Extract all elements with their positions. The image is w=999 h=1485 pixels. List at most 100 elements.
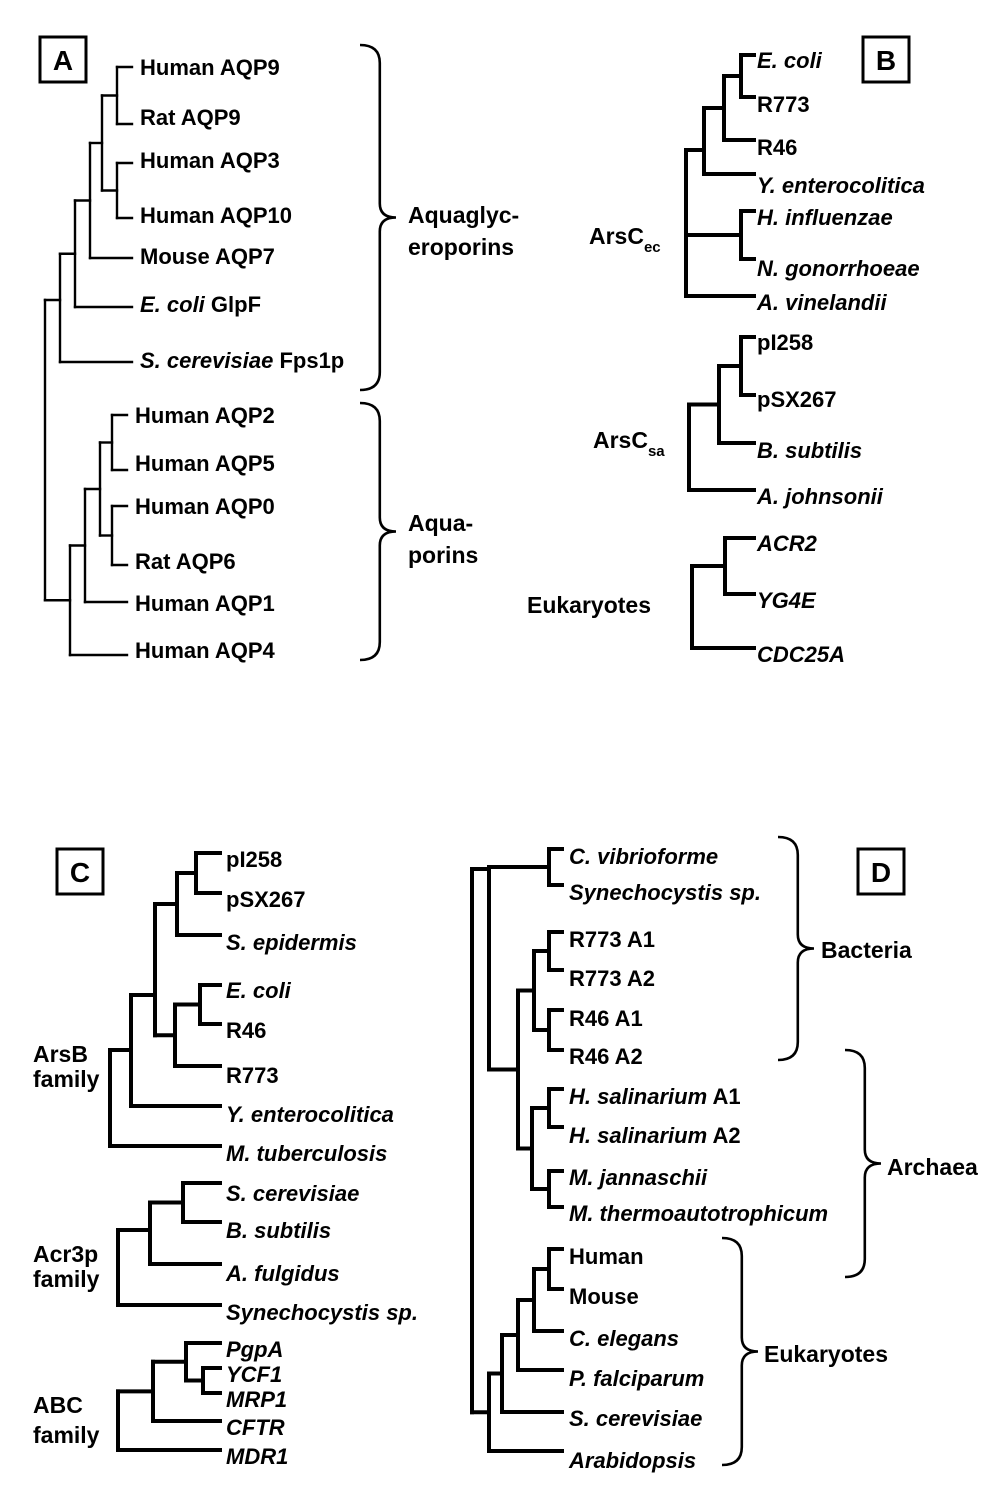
group-label-gb1: ArsCec: [589, 223, 661, 256]
leaf-label-c11: A. fulgidus: [225, 1261, 340, 1286]
group-label-gd3: Eukaryotes: [764, 1341, 888, 1367]
leaf-label-c5: R46: [226, 1018, 266, 1043]
curly-brace: [359, 401, 397, 662]
tree-panel-b: [684, 53, 756, 650]
leaf-label-b13: YG4E: [757, 588, 817, 613]
leaf-label-c15: MRP1: [226, 1387, 287, 1412]
leaf-label-c16: CFTR: [226, 1415, 285, 1440]
leaf-label-part: MDR1: [226, 1444, 288, 1469]
group-label-line: porins: [408, 542, 478, 568]
leaf-label-a13: Human AQP4: [135, 638, 276, 663]
leaf-label-part: pI258: [226, 847, 282, 872]
leaf-label-part: M. thermoautotrophicum: [569, 1201, 828, 1226]
leaf-label-c14: YCF1: [226, 1362, 282, 1387]
leaf-label-part: R773 A2: [569, 966, 655, 991]
leaf-label-part: Human AQP4: [135, 638, 276, 663]
leaf-label-c3: S. epidermis: [226, 930, 357, 955]
group-label-ga1: Aquaglyc-eroporins: [408, 202, 519, 260]
group-label-line: family: [33, 1266, 100, 1292]
leaf-label-c2: pSX267: [226, 887, 306, 912]
leaf-label-part: Rat AQP6: [135, 549, 236, 574]
clade-braces: [359, 43, 882, 1467]
leaf-label-part: R773: [757, 92, 810, 117]
group-label-line: family: [33, 1066, 100, 1092]
panel-letter-box-a: A: [38, 35, 88, 84]
leaf-label-part: Human AQP10: [140, 203, 292, 228]
group-label-line: ArsB: [33, 1041, 88, 1067]
group-label-line: Aqua-: [408, 510, 473, 536]
leaf-label-part: A. johnsonii: [756, 484, 884, 509]
leaf-label-part: Mouse AQP7: [140, 244, 275, 269]
leaf-label-part: Synechocystis sp.: [226, 1300, 418, 1325]
group-label-line: ABC: [33, 1392, 83, 1418]
leaf-label-d5: R46 A1: [569, 1006, 643, 1031]
leaf-label-a4: Human AQP10: [140, 203, 292, 228]
leaf-label-part: C. vibrioforme: [569, 844, 718, 869]
group-label-gd2: Archaea: [887, 1154, 978, 1180]
panel-letter-frame: [856, 847, 906, 896]
leaf-label-b3: R46: [757, 135, 797, 160]
leaf-label-part: R46 A2: [569, 1044, 643, 1069]
leaf-label-d13: C. elegans: [569, 1326, 679, 1351]
curly-brace: [721, 1236, 759, 1467]
leaf-label-part: R46: [757, 135, 797, 160]
leaf-label-d1: C. vibrioforme: [569, 844, 718, 869]
curly-brace: [359, 43, 397, 392]
leaf-label-part: PgpA: [226, 1337, 283, 1362]
leaf-label-part: MRP1: [226, 1387, 287, 1412]
leaf-label-b5: H. influenzae: [757, 205, 893, 230]
leaf-label-d6: R46 A2: [569, 1044, 643, 1069]
group-label-line: family: [33, 1422, 100, 1448]
leaf-label-part: Fps1p: [273, 348, 344, 373]
group-label-line: Acr3p: [33, 1241, 98, 1267]
curly-brace: [844, 1048, 882, 1279]
leaf-label-part: Synechocystis sp.: [569, 880, 761, 905]
leaf-label-part: E. coli: [757, 48, 823, 73]
leaf-label-d7: H. salinarium A1: [569, 1084, 741, 1109]
leaf-label-c13: PgpA: [226, 1337, 283, 1362]
leaf-label-a1: Human AQP9: [140, 55, 280, 80]
leaf-label-part: Y. enterocolitica: [757, 173, 925, 198]
leaf-label-c7: Y. enterocolitica: [226, 1102, 394, 1127]
leaf-label-part: S. cerevisiae: [140, 348, 273, 373]
leaf-label-part: Human: [569, 1244, 644, 1269]
leaf-label-part: S. cerevisiae: [226, 1181, 359, 1206]
leaf-label-d4: R773 A2: [569, 966, 655, 991]
leaf-label-a12: Human AQP1: [135, 591, 275, 616]
leaf-label-b2: R773: [757, 92, 810, 117]
group-label-main: ArsC: [593, 427, 648, 453]
tree-panel-d: [470, 847, 564, 1453]
leaf-label-b7: A. vinelandii: [756, 290, 887, 315]
leaf-label-a2: Rat AQP9: [140, 105, 241, 130]
leaf-label-part: Mouse: [569, 1284, 639, 1309]
leaf-label-b12: ACR2: [756, 531, 818, 556]
leaf-label-part: B. subtilis: [757, 438, 862, 463]
leaf-label-d11: Human: [569, 1244, 644, 1269]
group-label-subscript: sa: [648, 443, 665, 460]
leaf-label-c12: Synechocystis sp.: [226, 1300, 418, 1325]
leaf-label-part: R46 A1: [569, 1006, 643, 1031]
leaf-label-a9: Human AQP5: [135, 451, 275, 476]
leaf-label-part: YCF1: [226, 1362, 282, 1387]
leaf-label-part: E. coli: [226, 978, 292, 1003]
group-label-line: Bacteria: [821, 937, 912, 963]
leaf-label-part: R46: [226, 1018, 266, 1043]
leaf-label-b10: B. subtilis: [757, 438, 862, 463]
curly-brace: [777, 835, 815, 1062]
leaf-label-b6: N. gonorrhoeae: [757, 256, 920, 281]
leaf-label-part: E. coli: [140, 292, 206, 317]
leaf-label-part: R773: [226, 1063, 279, 1088]
leaf-label-d12: Mouse: [569, 1284, 639, 1309]
group-label-gb3: Eukaryotes: [527, 592, 651, 618]
leaf-label-a8: Human AQP2: [135, 403, 275, 428]
leaf-label-part: Human AQP5: [135, 451, 275, 476]
leaf-label-part: S. cerevisiae: [569, 1406, 702, 1431]
group-label-line: eroporins: [408, 234, 514, 260]
leaf-label-part: Arabidopsis: [568, 1448, 696, 1473]
panel-letter-box-c: C: [55, 847, 105, 896]
